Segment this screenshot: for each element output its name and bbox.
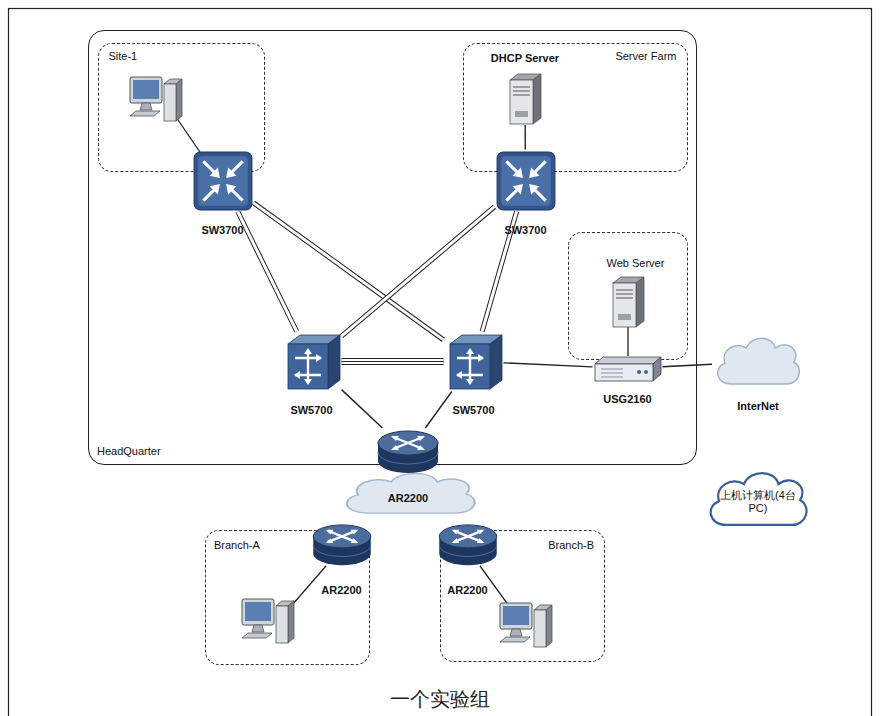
link-line — [504, 363, 593, 367]
device-node: AR2200 — [310, 522, 374, 568]
region-label: Site-1 — [109, 50, 138, 63]
link-line — [425, 392, 451, 429]
device-label: SW3700 — [201, 224, 243, 237]
region-box: Branch-A AR2200 — [205, 530, 370, 665]
link-line — [342, 361, 444, 362]
connector-stroke — [342, 358, 444, 365]
cloud-node: 上机计算机(4台PC) — [704, 466, 812, 534]
device-node: DHCP Server — [507, 73, 543, 125]
region-box: Server FarmDHCP Server — [463, 43, 688, 172]
device-icon — [507, 73, 543, 125]
region-box: Web Server — [568, 232, 688, 360]
region-label: HeadQuarter — [97, 445, 161, 458]
connector-stroke — [524, 125, 526, 150]
device-icon — [192, 150, 254, 212]
device-node: SW5700 — [444, 332, 504, 392]
link-line — [663, 364, 713, 366]
device-icon — [444, 332, 504, 392]
pc-icon — [130, 77, 182, 121]
link-line — [342, 390, 383, 428]
device-icon — [376, 428, 440, 476]
region-label: Branch-B — [548, 539, 594, 552]
link-line — [525, 125, 526, 150]
connector-stroke — [342, 390, 383, 428]
connector-stroke — [342, 207, 495, 336]
server-icon — [613, 277, 644, 327]
caption: 一个实验组 — [0, 686, 880, 713]
page-frame — [9, 9, 872, 716]
device-label: USG2160 — [603, 393, 651, 406]
connector-stroke — [342, 207, 495, 336]
device-icon — [310, 522, 374, 568]
device-label: AR2200 — [388, 492, 428, 505]
connector-stroke — [504, 363, 593, 367]
device-label: SW5700 — [290, 404, 332, 417]
device-node: AR2200 — [376, 428, 440, 476]
device-node: InterNet — [712, 332, 804, 392]
device-label: SW3700 — [504, 224, 546, 237]
region-box: Branch-B AR2200 — [440, 530, 605, 662]
pc-wires — [176, 117, 628, 613]
region-label: Server Farm — [615, 50, 676, 63]
device-label: DHCP Server — [491, 52, 559, 65]
device-node: USG2160 — [593, 355, 663, 383]
region-label: Web Server — [607, 257, 665, 270]
region-box: HeadQuarterSite-1Server FarmDHCP ServerS… — [88, 30, 697, 465]
cloud-shape — [712, 332, 804, 392]
device-icon — [593, 355, 663, 383]
device-node: SW5700 — [282, 332, 342, 392]
device-label: InterNet — [737, 400, 779, 413]
connector-stroke — [342, 359, 444, 364]
connector-stroke — [425, 392, 451, 429]
device-label: AR2200 — [321, 584, 361, 597]
device-node: SW3700 — [495, 150, 557, 212]
wan-cloud — [347, 473, 475, 513]
cloud-label: 上机计算机(4台PC) — [718, 489, 798, 515]
pc-icon — [500, 603, 552, 647]
device-label: SW5700 — [452, 404, 494, 417]
device-node: AR2200 — [436, 522, 500, 568]
connector-stroke — [342, 361, 444, 362]
pc-icon — [242, 599, 294, 643]
device-node: SW3700 — [192, 150, 254, 212]
device-icon — [495, 150, 557, 212]
device-icon — [436, 522, 500, 568]
connector-stroke — [663, 364, 713, 366]
link-line — [342, 207, 495, 336]
region-label: Branch-A — [214, 539, 260, 552]
device-icon — [282, 332, 342, 392]
device-label: AR2200 — [447, 584, 487, 597]
